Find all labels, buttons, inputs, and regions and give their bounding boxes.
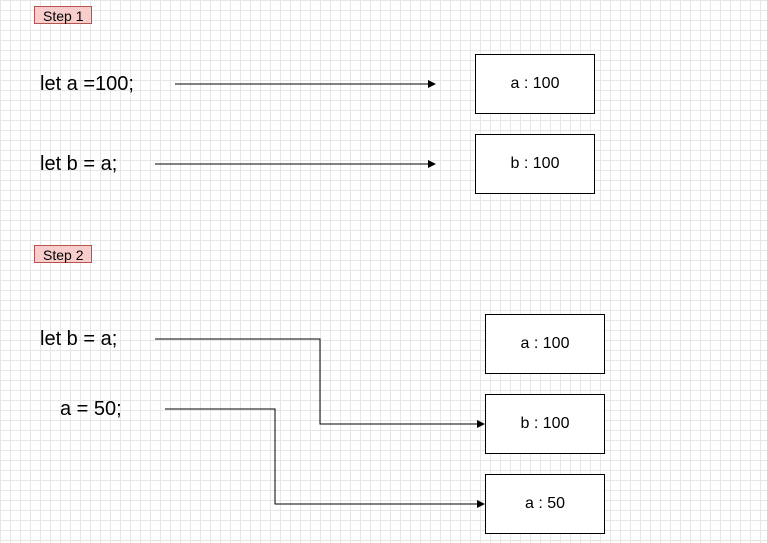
arrow-step2-b-to-box: [155, 338, 485, 428]
step2-label: Step 2: [34, 245, 93, 263]
step2-code-line-2: a = 50;: [60, 398, 122, 420]
arrow-step2-a-to-box: [165, 408, 485, 508]
step1-memory-box-b: b : 100: [475, 134, 595, 194]
step1-code-line-2: let b = a;: [40, 153, 118, 175]
step2-memory-box-a-new: a : 50: [485, 474, 605, 534]
step2-code-line-1: let b = a;: [40, 328, 118, 350]
step2-memory-box-b: b : 100: [485, 394, 605, 454]
step2-memory-box-a: a : 100: [485, 314, 605, 374]
step1-label: Step 1: [34, 6, 93, 24]
step1-code-line-1: let a =100;: [40, 73, 134, 95]
step1-memory-box-a: a : 100: [475, 54, 595, 114]
